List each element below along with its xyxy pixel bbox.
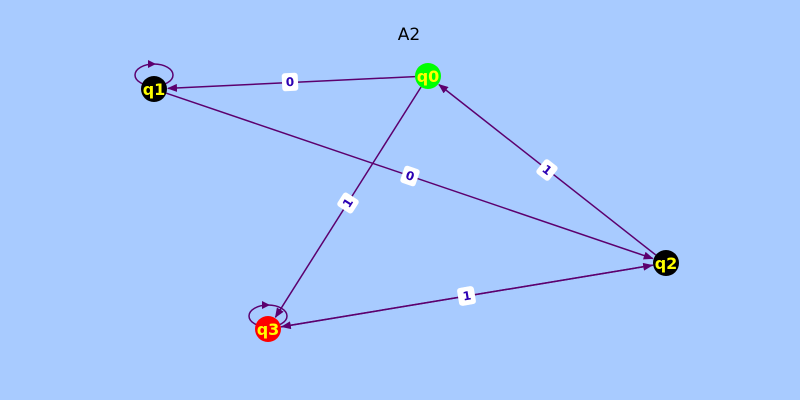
edge-label-box — [337, 192, 359, 214]
self-loop-arrowhead-q1 — [148, 60, 156, 68]
edge-label-q3-q2: 1 — [458, 286, 476, 306]
edge-label-box — [281, 72, 299, 92]
state-label: q0 — [417, 67, 440, 86]
state-circle — [653, 250, 679, 276]
state-label: q1 — [143, 80, 166, 99]
edge-label-q1-q2: 0 — [400, 165, 420, 187]
edge-labels-layer: 010111 — [281, 72, 558, 306]
edge-label-q2-q0: 1 — [536, 159, 558, 181]
edge-label-box — [458, 286, 476, 306]
edge-label-q0-q3: 1 — [337, 192, 359, 214]
state-node-q0[interactable]: q0 — [415, 63, 441, 89]
self-loop-arrowhead-q3 — [262, 301, 270, 309]
edge-label-box — [400, 165, 420, 187]
edges-layer — [134, 60, 657, 330]
nodes-layer: q0 q1 q2 q3 — [141, 63, 679, 342]
state-node-q3[interactable]: q3 — [255, 316, 281, 342]
state-node-q2[interactable]: q2 — [653, 250, 679, 276]
state-label: q3 — [257, 320, 280, 339]
edge-label-text: 0 — [285, 75, 294, 89]
state-node-q1[interactable]: q1 — [141, 76, 167, 102]
edge-label-text: 1 — [462, 288, 473, 303]
state-circle — [255, 316, 281, 342]
edge-label-q0-q1: 0 — [281, 72, 299, 92]
state-circle — [141, 76, 167, 102]
state-circle — [415, 63, 441, 89]
diagram-title: A2 — [398, 25, 420, 45]
edge-label-box — [536, 159, 558, 181]
state-label: q2 — [655, 254, 678, 273]
